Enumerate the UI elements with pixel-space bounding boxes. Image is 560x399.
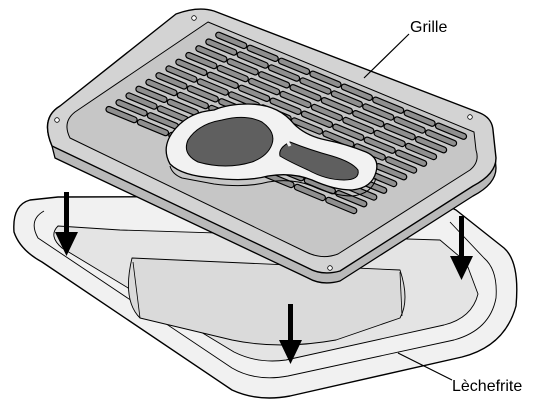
- pan-label: Lèchefrite: [452, 378, 522, 395]
- grid-leader-line: [364, 34, 409, 78]
- grid-label: Grille: [410, 19, 447, 36]
